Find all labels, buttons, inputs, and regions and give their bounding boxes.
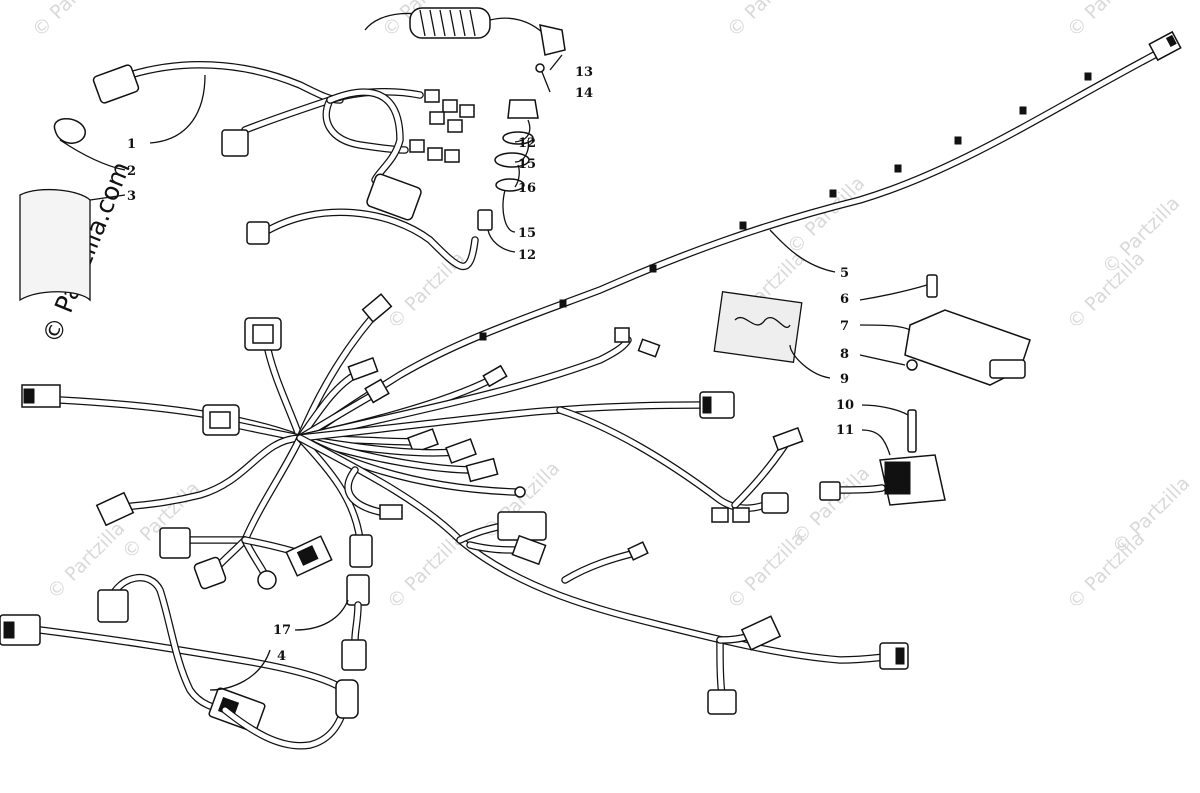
- callout-12-upper: 12: [518, 136, 536, 151]
- jumper-harness: [341, 574, 370, 671]
- callout-12-lower: 12: [518, 248, 536, 263]
- main-harness: [301, 30, 1182, 442]
- callout-11: 11: [836, 423, 854, 438]
- callout-6: 6: [840, 292, 849, 307]
- watermark: © Partzilla: [788, 462, 874, 548]
- callout-3: 3: [127, 189, 136, 204]
- module-parts: [713, 274, 1031, 506]
- watermark-layer: © Partzilla © Partzilla © Partzilla © Pa…: [28, 0, 1194, 614]
- callout-15-lower: 15: [518, 226, 536, 241]
- callout-13: 13: [575, 65, 593, 80]
- callout-14: 14: [575, 86, 593, 101]
- switch-parts: [364, 7, 566, 231]
- loose-parts-left: [19, 118, 91, 302]
- callout-9: 9: [840, 372, 849, 387]
- leader-lines: [59, 54, 928, 691]
- watermark: © Partzilla: [1063, 0, 1149, 42]
- callout-16: 16: [518, 181, 536, 196]
- callout-8: 8: [840, 347, 849, 362]
- callout-5: 5: [840, 266, 849, 281]
- callout-labels: 1 2 3 4 5 6 7 8 9 10 11 12 12 13 14 15 1…: [127, 65, 854, 664]
- watermark: © Partzilla: [28, 0, 114, 42]
- lower-left-harness: [0, 573, 359, 750]
- callout-15-upper: 15: [518, 157, 536, 172]
- callout-10: 10: [836, 398, 854, 413]
- callout-2: 2: [127, 164, 136, 179]
- watermark: © Partzilla: [723, 0, 809, 42]
- callout-1: 1: [127, 137, 136, 152]
- callout-4: 4: [277, 649, 286, 664]
- callout-17: 17: [273, 623, 291, 638]
- watermark: © Partzilla: [1108, 472, 1194, 558]
- upper-harness: [92, 61, 479, 270]
- callout-7: 7: [840, 319, 849, 334]
- harness-branches: [21, 293, 909, 715]
